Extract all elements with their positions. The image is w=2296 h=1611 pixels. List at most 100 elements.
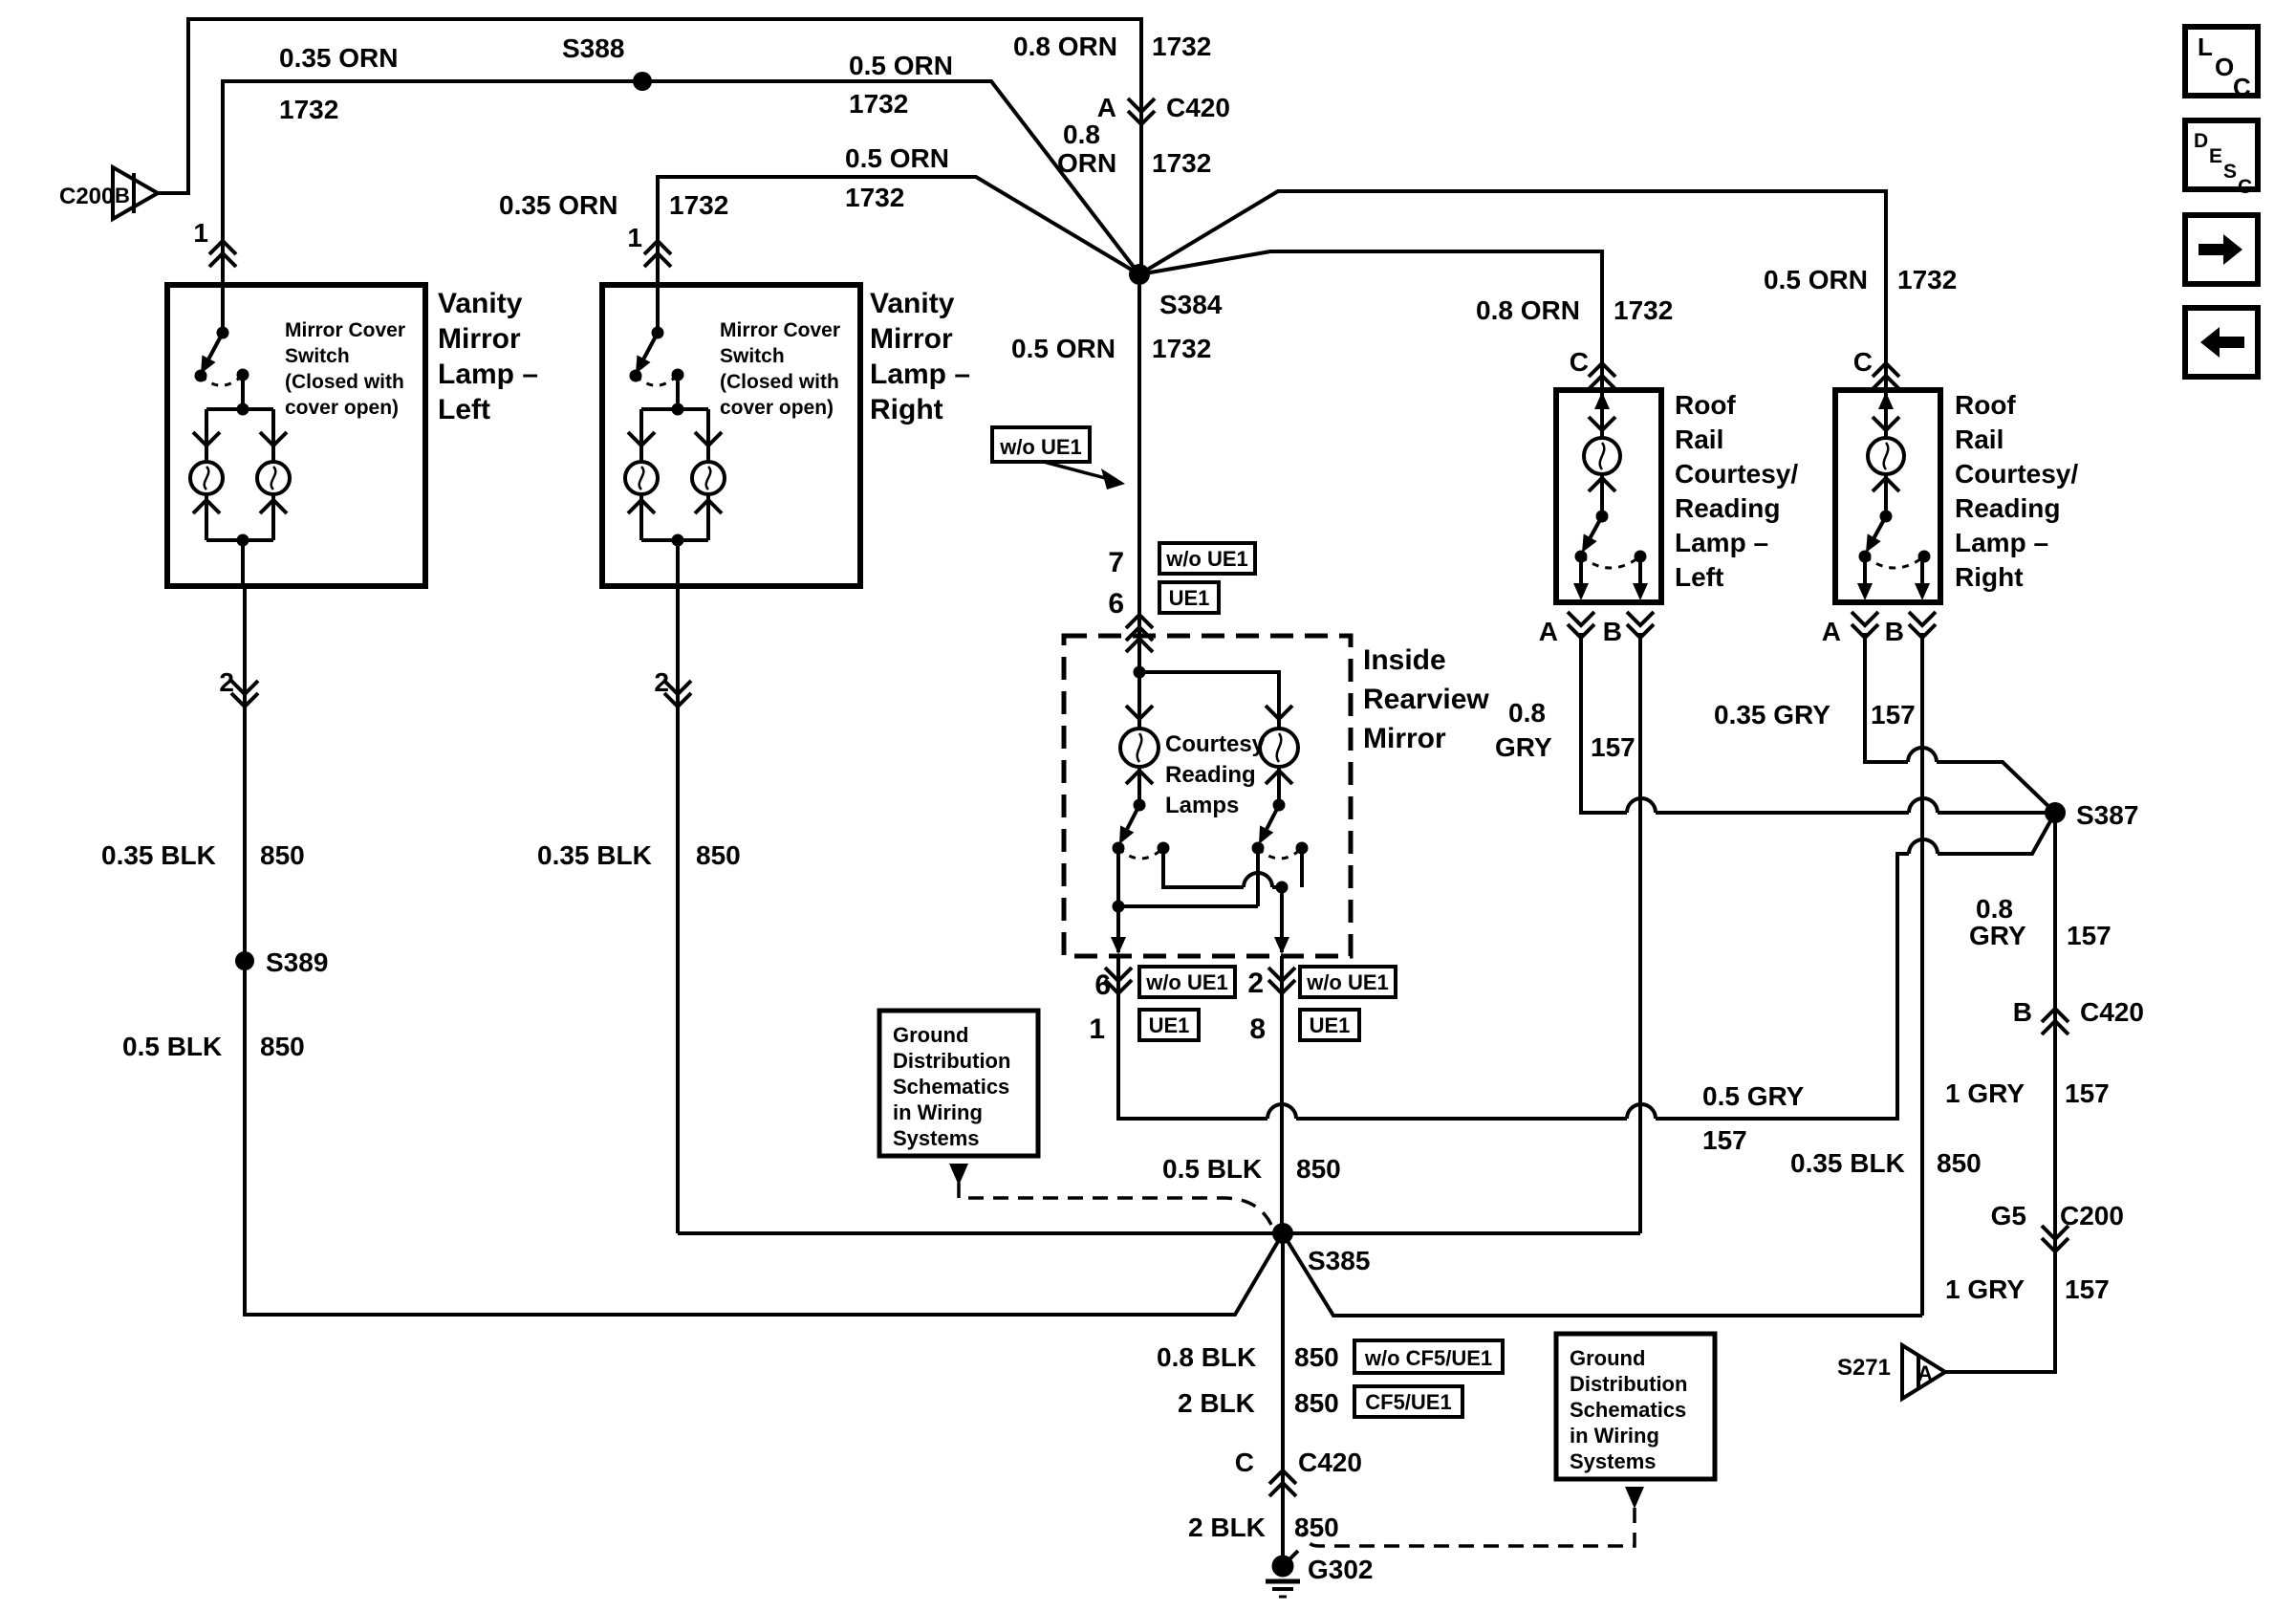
pin-label: 8	[1249, 1013, 1266, 1045]
connector-s271-label: S271	[1837, 1355, 1891, 1381]
arrowhead-icon	[1111, 937, 1126, 954]
option-tag: w/o UE1	[1298, 965, 1397, 999]
connector-chevron-icon	[1587, 415, 1617, 433]
switch-arrow-line	[1872, 515, 1888, 539]
pin-label: 1	[193, 218, 208, 248]
wire-label: 157	[1871, 700, 1916, 729]
component-title: Rearview	[1363, 684, 1489, 715]
bulb-filament	[1136, 732, 1143, 763]
wire-s387-down	[1945, 813, 2057, 1374]
pin-label: B	[1885, 617, 1904, 646]
wire-label: 0.8 ORN	[1013, 32, 1117, 61]
conn-label: C420	[1298, 1448, 1362, 1477]
junction-dot	[1251, 841, 1265, 855]
arrowhead-icon	[201, 355, 216, 374]
loc-button-letter: O	[2215, 53, 2234, 81]
switch-arrow-line	[206, 332, 225, 360]
wire-c200-feed	[158, 17, 1143, 274]
wire-hops	[1242, 746, 1939, 1120]
pin-label: 6	[1108, 588, 1124, 620]
component-caption: Mirror Cover	[720, 319, 840, 341]
wire-label: 0.35 BLK	[101, 840, 216, 870]
option-tag-text: UE1	[1310, 1013, 1351, 1037]
bulb-filament	[1275, 732, 1283, 763]
bulb-filament	[704, 466, 712, 490]
wire-label: 0.5 BLK	[122, 1032, 222, 1061]
wire-label: 157	[2067, 921, 2112, 950]
wire-label: 850	[1937, 1148, 1982, 1178]
option-tag-text: w/o CF5/UE1	[1364, 1346, 1492, 1370]
component-title: Roof	[1675, 390, 1736, 420]
arrowhead-icon	[1594, 392, 1610, 409]
bulb-filament	[203, 466, 210, 490]
connector-chevron-icon	[693, 497, 724, 515]
connector-chevron-icon	[207, 250, 238, 269]
option-tag: w/o CF5/UE1	[1353, 1339, 1505, 1375]
wire-label: 1 GRY	[1945, 1274, 2025, 1304]
arrow-left-icon	[2200, 327, 2244, 358]
arrowhead-icon	[1866, 533, 1881, 553]
back-button[interactable]	[2182, 305, 2261, 380]
component-title: Lamp –	[1675, 528, 1768, 557]
wire-roofR-A	[1863, 633, 2057, 815]
connector-chevron-icon	[1264, 768, 1294, 786]
option-tag: UE1	[1137, 1008, 1201, 1042]
wire-label: 0.8	[1508, 698, 1546, 728]
connector-chevron-icon	[1126, 97, 1157, 115]
wire-label: 157	[1591, 732, 1635, 762]
arrowhead-icon	[1878, 392, 1894, 409]
wire-label: 1732	[1152, 32, 1211, 61]
pin-label: 6	[1094, 969, 1111, 1001]
reference-note: Ground	[893, 1023, 968, 1047]
wire-label: 157	[2065, 1078, 2110, 1108]
connector-chevron-icon	[1566, 610, 1596, 628]
connector-chevron-icon	[2040, 1236, 2070, 1254]
wire-label: 0.8 ORN	[1476, 295, 1580, 325]
callout-arrow-line	[1043, 460, 1110, 481]
wire-label: 0.35 BLK	[537, 840, 652, 870]
wire-label: 850	[1294, 1342, 1339, 1372]
option-tag-text: w/o UE1	[1306, 970, 1389, 994]
splice-dot	[1272, 1223, 1293, 1244]
wire-label: 0.5 ORN	[849, 51, 953, 80]
connector-chevron-icon	[258, 430, 289, 448]
component-title: Lamp –	[870, 359, 970, 390]
connector-chevron-icon	[1126, 109, 1157, 127]
connector-chevron-icon	[1850, 622, 1880, 641]
switch-arrow-line	[1265, 804, 1281, 830]
component-title: Right	[870, 394, 943, 425]
option-tag-text: CF5/UE1	[1365, 1390, 1451, 1414]
loc-button[interactable]: LOC	[2182, 24, 2261, 101]
connector-chevron-icon	[1907, 622, 1938, 641]
wire-label: 1732	[669, 190, 728, 220]
splice-dot	[1129, 264, 1150, 285]
reference-note: Schematics	[893, 1075, 1009, 1099]
connector-c200-label: C200	[59, 184, 114, 209]
option-callout: w/o UE1	[990, 425, 1092, 464]
connector-chevron-icon	[693, 430, 724, 448]
arrowhead-icon	[1259, 825, 1274, 844]
arrowhead-icon	[636, 355, 651, 374]
loc-button-letter: L	[2198, 33, 2213, 61]
forward-button[interactable]	[2182, 212, 2261, 287]
reference-note: Distribution	[893, 1049, 1010, 1073]
wire-label: 2 BLK	[1188, 1513, 1266, 1542]
junction-dot	[1157, 841, 1170, 855]
option-tag: CF5/UE1	[1353, 1384, 1464, 1419]
connector-chevron-icon	[1124, 704, 1155, 722]
splice-dot	[633, 72, 652, 91]
wire-label: 1732	[849, 89, 908, 119]
pin-label: 2	[654, 667, 669, 697]
component-caption: (Closed with	[285, 371, 404, 393]
connector-chevron-icon	[2040, 1018, 2070, 1036]
wire-label: 0.35 ORN	[279, 43, 399, 73]
connector-chevron-icon	[191, 497, 222, 515]
conn-label: B	[2013, 997, 2032, 1027]
connector-chevron-icon	[1625, 610, 1656, 628]
reference-note: Systems	[893, 1126, 980, 1150]
reference-note: Ground	[1570, 1346, 1645, 1370]
option-tag-text: UE1	[1169, 586, 1210, 610]
connector-chevron-icon	[1124, 768, 1155, 786]
pin-label: A	[1822, 617, 1841, 646]
